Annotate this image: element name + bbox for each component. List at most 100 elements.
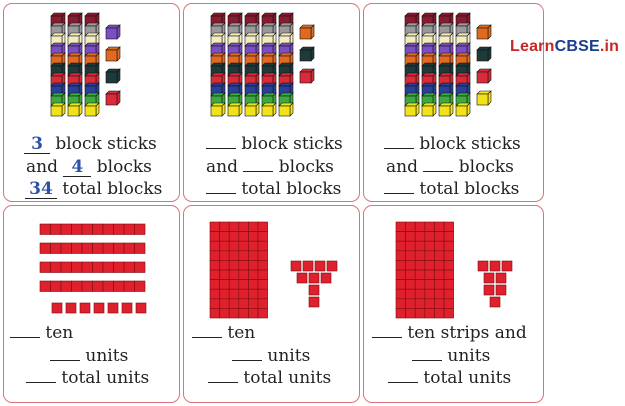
units-blank[interactable] (232, 346, 262, 361)
ten-strip-unit (248, 250, 259, 261)
block-stick-cube (455, 102, 471, 117)
ten-strip-unit (238, 221, 249, 232)
total-blank[interactable] (26, 368, 56, 383)
ten-strip-unit (424, 240, 435, 252)
ten-strip-unit (424, 298, 435, 309)
ten-strip-unit (219, 221, 230, 232)
sticks-blank[interactable] (384, 134, 414, 149)
total-label: total blocks (62, 179, 163, 199)
ten-strip-unit (434, 231, 445, 242)
block-stick-cube (227, 102, 243, 117)
ten-strip-unit (443, 231, 454, 242)
block-stick-cube (67, 102, 83, 117)
total-blank[interactable] (384, 179, 414, 194)
ten-strip-unit (257, 231, 268, 242)
units-blank[interactable] (50, 346, 80, 361)
ten-strips-illustration (395, 221, 513, 319)
ten-strip-unit (405, 288, 416, 300)
block-stick-cube (421, 102, 437, 117)
ten-strip-unit (71, 261, 83, 273)
ten-strip-unit (71, 242, 83, 254)
ten-strip-unit (92, 223, 104, 235)
total-line: total units (208, 368, 331, 388)
ten-strip-unit (238, 240, 249, 252)
ten-strip-unit (257, 288, 268, 300)
block-stick-cube (244, 22, 260, 37)
block-stick-cube (278, 102, 294, 117)
ten-strip-unit (405, 298, 416, 309)
total-line: total blocks (206, 179, 341, 199)
block-stick-cube (210, 52, 226, 67)
ten-strip-unit (102, 223, 114, 235)
ten-strip-unit (209, 231, 220, 242)
single-block (105, 68, 121, 84)
ten-strip-unit (209, 298, 220, 309)
card-ten-strips-vertical: ten units total units (183, 205, 360, 403)
total-blank[interactable] (206, 179, 236, 194)
ten-strip-unit (60, 242, 72, 254)
ten-strip-unit (405, 240, 416, 252)
block-stick-cube (438, 102, 454, 117)
ten-strip-unit (434, 269, 445, 280)
card-block-sticks-3: block sticks and blocks total blocks (363, 3, 544, 202)
units-blank[interactable] (412, 346, 442, 361)
ten-strip-unit (414, 279, 426, 290)
unit-square (326, 260, 338, 272)
ten-strip-unit (123, 261, 135, 273)
ten-strips-illustration (39, 223, 147, 314)
ten-strip-unit (39, 242, 51, 254)
ten-strip-unit (424, 231, 435, 242)
ten-strip-unit (434, 250, 445, 261)
unit-square (79, 302, 91, 314)
ten-strip-unit (257, 240, 268, 252)
ten-strip-unit (248, 240, 259, 252)
ten-strip-unit (50, 280, 62, 292)
ten-blank[interactable] (372, 323, 402, 338)
ten-strip-unit (238, 308, 249, 319)
block-stick-cube (455, 42, 471, 57)
ten-strip-unit (424, 279, 435, 290)
ten-strip-unit (209, 308, 220, 319)
total-blank[interactable] (208, 368, 238, 383)
ten-strip-unit (102, 242, 114, 254)
units-line: units (232, 346, 310, 366)
single-block (476, 90, 492, 106)
ten-strip-unit (219, 308, 230, 319)
total-label: total units (423, 368, 512, 388)
ten-label: ten (227, 323, 256, 343)
sticks-blank[interactable] (206, 134, 236, 149)
blocks-blank[interactable] (243, 157, 274, 172)
unit-square (495, 272, 507, 284)
single-block (105, 24, 121, 40)
ten-strip-unit (405, 308, 416, 319)
ten-strip-unit (92, 280, 104, 292)
ten-strip-unit (50, 261, 62, 273)
ten-strip-unit (414, 221, 426, 232)
block-stick-cube (84, 102, 100, 117)
ten-strip-unit (434, 308, 445, 319)
blocks-line: and blocks (386, 157, 514, 177)
ten-strip-unit (238, 279, 249, 290)
ten-strip-unit (443, 240, 454, 252)
ten-blank[interactable] (192, 323, 222, 338)
ten-strip-unit (50, 242, 62, 254)
ten-line: ten (10, 323, 73, 343)
sticks-line: block sticks (206, 134, 343, 154)
ten-strip-unit (414, 298, 426, 309)
ten-strip-unit (209, 240, 220, 252)
ten-strip-unit (228, 298, 240, 309)
total-label: total units (61, 368, 150, 388)
ten-strip-unit (238, 250, 249, 261)
blocks-line: and 4 blocks (26, 157, 152, 177)
ten-strip-unit (443, 250, 454, 261)
unit-square (121, 302, 133, 314)
ten-strip-unit (424, 308, 435, 319)
ten-strip-unit (228, 260, 240, 271)
blocks-label: blocks (96, 157, 152, 177)
blocks-blank[interactable] (423, 157, 454, 172)
block-stick-cube (404, 82, 420, 97)
sticks-label: block sticks (55, 134, 157, 154)
total-blank[interactable] (388, 368, 418, 383)
ten-blank[interactable] (10, 323, 40, 338)
ten-strip-unit (443, 221, 454, 232)
